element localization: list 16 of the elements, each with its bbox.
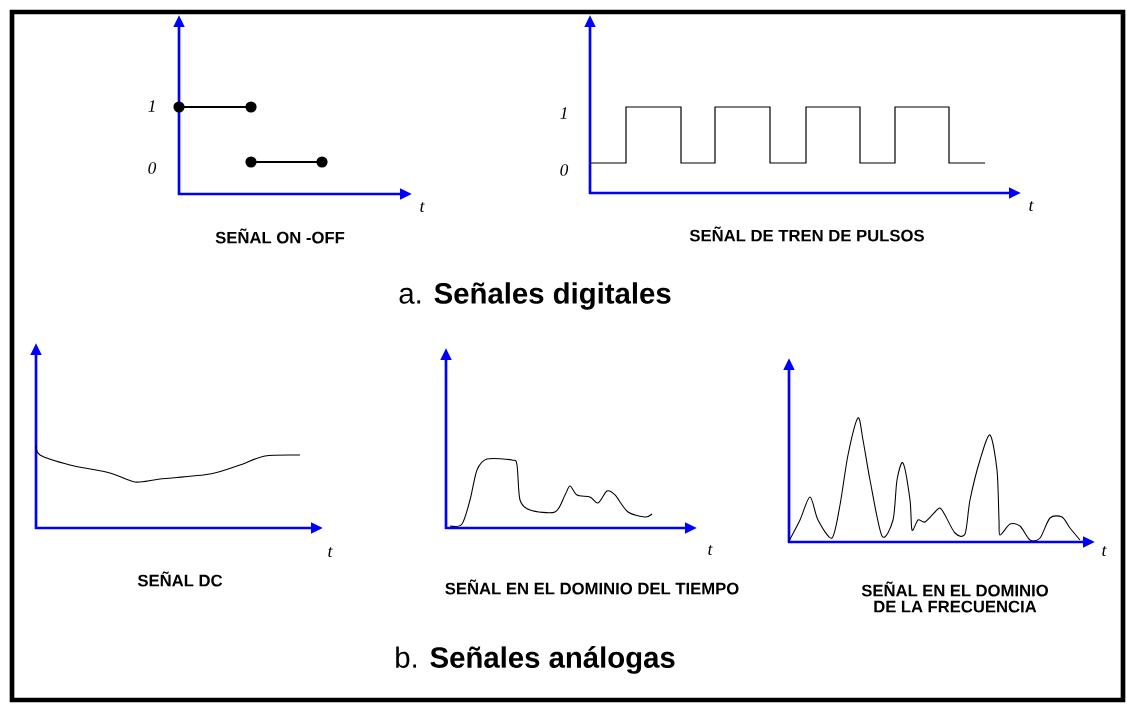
graph-caption: SEÑAL ON -OFF: [215, 228, 345, 244]
axis-label: 1: [148, 100, 155, 112]
graph-caption: SEÑAL EN EL DOMINIO DE LA FRECUENCIA: [861, 581, 1048, 613]
section-heading: b. Señales análogas: [396, 646, 675, 674]
axis-label: t: [1029, 201, 1034, 211]
axis-label: 0: [560, 164, 569, 176]
axis-label: t: [1102, 546, 1107, 556]
graph-caption: SEÑAL DE TREN DE PULSOS: [689, 226, 924, 242]
graph-caption: SEÑAL EN EL DOMINIO DEL TIEMPO: [445, 579, 739, 595]
axis-label: 1: [560, 107, 567, 119]
axis-label: 0: [148, 162, 157, 174]
axis-label: t: [420, 202, 425, 212]
graph-caption: SEÑAL DC: [137, 571, 223, 587]
section-heading: a. Señales digitales: [399, 282, 671, 310]
axis-label: t: [708, 545, 713, 555]
axis-label: t: [328, 547, 333, 557]
